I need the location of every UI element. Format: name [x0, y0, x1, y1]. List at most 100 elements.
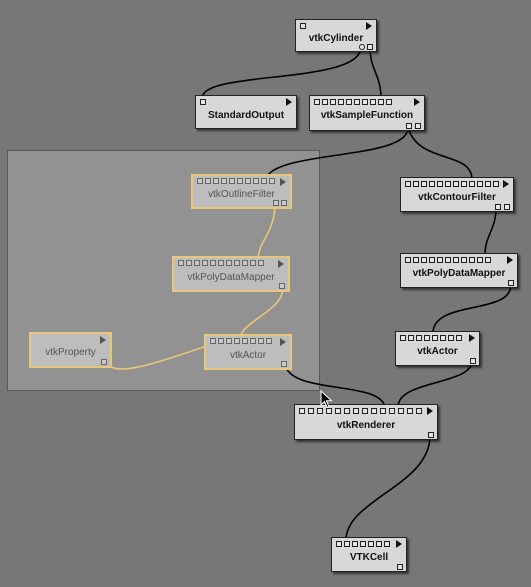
output-port[interactable]	[504, 204, 510, 210]
input-port[interactable]	[314, 99, 320, 105]
input-port[interactable]	[253, 178, 259, 184]
triangle-right-icon[interactable]	[280, 338, 286, 346]
input-port[interactable]	[432, 335, 438, 341]
input-port[interactable]	[258, 260, 264, 266]
input-port[interactable]	[485, 181, 491, 187]
input-port[interactable]	[354, 99, 360, 105]
input-port[interactable]	[326, 408, 332, 414]
triangle-right-icon[interactable]	[366, 22, 372, 30]
input-port[interactable]	[408, 335, 414, 341]
input-port[interactable]	[477, 181, 483, 187]
output-port[interactable]	[406, 123, 412, 129]
input-port[interactable]	[445, 257, 451, 263]
input-port[interactable]	[330, 99, 336, 105]
input-port[interactable]	[469, 257, 475, 263]
input-port[interactable]	[210, 338, 216, 344]
triangle-right-icon[interactable]	[503, 180, 509, 188]
input-port[interactable]	[237, 178, 243, 184]
output-port[interactable]	[367, 44, 373, 50]
output-port[interactable]	[281, 200, 287, 206]
input-port[interactable]	[398, 408, 404, 414]
output-port[interactable]	[470, 358, 476, 364]
input-port[interactable]	[261, 178, 267, 184]
input-port[interactable]	[344, 541, 350, 547]
module-vtksamplefunction[interactable]: vtkSampleFunction	[309, 95, 425, 131]
input-port[interactable]	[250, 260, 256, 266]
input-port[interactable]	[456, 335, 462, 341]
module-vtkproperty[interactable]: vtkProperty	[29, 332, 112, 368]
input-port[interactable]	[338, 99, 344, 105]
output-port[interactable]	[415, 123, 421, 129]
input-port[interactable]	[405, 181, 411, 187]
input-port[interactable]	[250, 338, 256, 344]
input-port[interactable]	[461, 257, 467, 263]
input-port[interactable]	[437, 181, 443, 187]
triangle-right-icon[interactable]	[100, 336, 106, 344]
input-port[interactable]	[370, 99, 376, 105]
triangle-right-icon[interactable]	[469, 334, 475, 342]
module-vtkactor-left[interactable]: vtkActor	[204, 334, 292, 370]
input-port[interactable]	[493, 181, 499, 187]
input-port[interactable]	[194, 260, 200, 266]
triangle-right-icon[interactable]	[427, 407, 433, 415]
output-port[interactable]	[281, 361, 287, 367]
output-port[interactable]	[101, 359, 107, 365]
input-port[interactable]	[210, 260, 216, 266]
input-port[interactable]	[429, 181, 435, 187]
input-port[interactable]	[242, 338, 248, 344]
input-port[interactable]	[380, 408, 386, 414]
module-vtkcylinder[interactable]: vtkCylinder	[295, 19, 377, 52]
input-port[interactable]	[413, 257, 419, 263]
input-port[interactable]	[242, 260, 248, 266]
input-port[interactable]	[226, 338, 232, 344]
input-port[interactable]	[437, 257, 443, 263]
input-port[interactable]	[197, 178, 203, 184]
input-port[interactable]	[344, 408, 350, 414]
input-port[interactable]	[234, 260, 240, 266]
input-port[interactable]	[453, 257, 459, 263]
input-port[interactable]	[202, 260, 208, 266]
input-port[interactable]	[205, 178, 211, 184]
input-port[interactable]	[376, 541, 382, 547]
input-port[interactable]	[445, 181, 451, 187]
input-port[interactable]	[245, 178, 251, 184]
input-port[interactable]	[226, 260, 232, 266]
input-port[interactable]	[178, 260, 184, 266]
input-port[interactable]	[352, 541, 358, 547]
triangle-right-icon[interactable]	[286, 98, 292, 106]
triangle-right-icon[interactable]	[278, 260, 284, 268]
module-vtkcell[interactable]: VTKCell	[331, 537, 407, 572]
input-port[interactable]	[368, 541, 374, 547]
output-port-circle[interactable]	[359, 44, 365, 50]
input-port[interactable]	[384, 541, 390, 547]
input-port[interactable]	[234, 338, 240, 344]
input-port[interactable]	[477, 257, 483, 263]
triangle-right-icon[interactable]	[507, 256, 513, 264]
input-port[interactable]	[213, 178, 219, 184]
input-port[interactable]	[299, 408, 305, 414]
module-vtkcontourfilter[interactable]: vtkContourFilter	[400, 177, 514, 212]
input-port[interactable]	[424, 335, 430, 341]
input-port[interactable]	[229, 178, 235, 184]
input-port[interactable]	[421, 181, 427, 187]
input-port[interactable]	[353, 408, 359, 414]
input-port[interactable]	[186, 260, 192, 266]
input-port[interactable]	[448, 335, 454, 341]
input-port[interactable]	[317, 408, 323, 414]
input-port[interactable]	[221, 178, 227, 184]
input-port[interactable]	[362, 408, 368, 414]
input-port[interactable]	[322, 99, 328, 105]
input-port[interactable]	[200, 99, 206, 105]
triangle-right-icon[interactable]	[396, 540, 402, 548]
input-port[interactable]	[360, 541, 366, 547]
input-port[interactable]	[469, 181, 475, 187]
input-port[interactable]	[461, 181, 467, 187]
input-port[interactable]	[407, 408, 413, 414]
input-port[interactable]	[218, 338, 224, 344]
module-standardoutput[interactable]: StandardOutput	[195, 95, 297, 129]
input-port[interactable]	[416, 335, 422, 341]
input-port[interactable]	[440, 335, 446, 341]
triangle-right-icon[interactable]	[414, 98, 420, 106]
output-port[interactable]	[273, 200, 279, 206]
